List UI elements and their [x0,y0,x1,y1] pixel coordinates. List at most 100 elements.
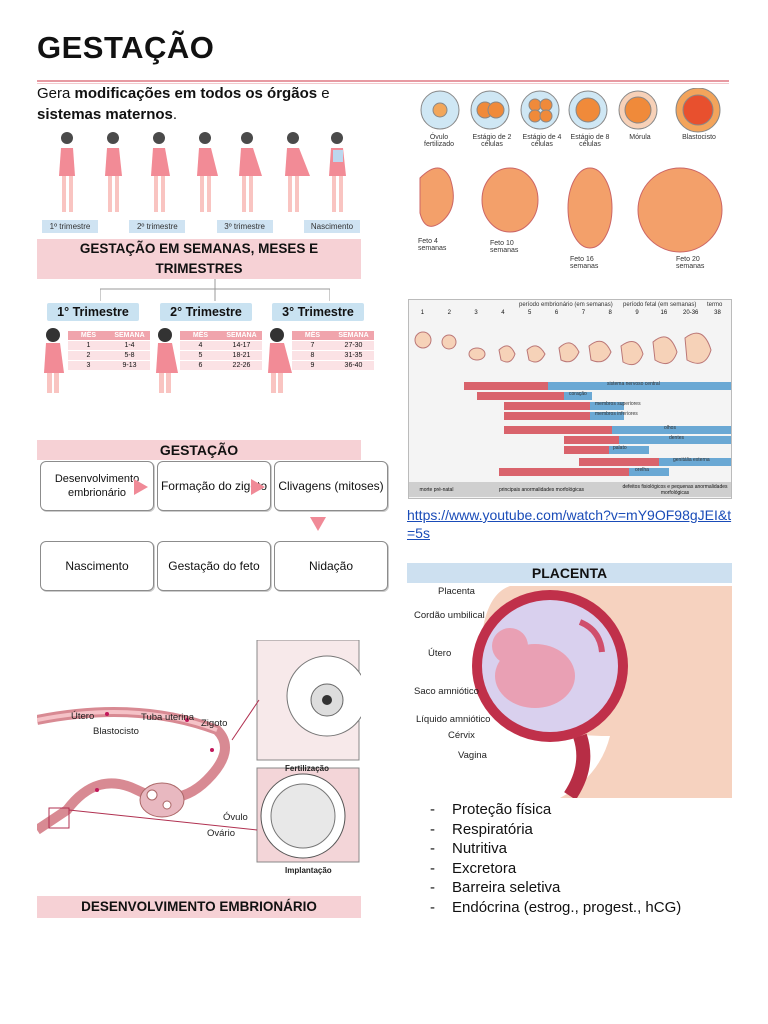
intro-text-1: Gera [37,85,75,102]
cell-week: 22-26 [232,362,251,369]
list-item: Endócrina (estrog., progest., hCG) [430,898,730,918]
cell-week: 27-30 [344,342,363,349]
development-timeline-figure: período embrionário (em semanas) período… [408,299,732,499]
bar-label-orelha: orelha [635,467,649,473]
footer-major-abnormalities: principais anormalidades morfológicas [498,486,585,493]
placenta-figure: Placenta Cordão umbilical Útero Saco amn… [410,586,732,800]
embryo-development-header: DESENVOLVIMENTO EMBRIONÁRIO [37,896,361,918]
cell-label-3: Estágio de 4 células [522,134,562,148]
week-cell: 20-36 [683,310,699,316]
placenta-label-cervix: Cérvix [448,730,475,741]
col-header-mes: MÊS [80,332,97,339]
pregnant-woman-icon [268,328,292,393]
label-fertilizacao: Fertilização [285,764,330,773]
week-cell: 7 [581,310,586,316]
cell-week: 9-13 [122,362,137,369]
cell-month: 1 [86,342,91,349]
flow-step-zygote-formation: Formação do zigoto [157,461,271,511]
col-header-semana: SEMANA [114,332,145,339]
trimester-3-label: 3° Trimestre [272,303,364,321]
bar-label-palato: palato [613,445,627,451]
cell-label-6: Blastocisto [682,134,716,141]
col-header-semana: SEMANA [338,332,369,339]
cell-month: 7 [310,342,315,349]
cell-label-4: Estágio de 8 células [570,134,610,148]
label-tuba-uterina: Tuba uterina [141,712,194,723]
stage-label-3: 3º trimestre [216,220,273,233]
flow-arrow-down-icon [310,517,326,531]
stage-label-1: 1º trimestre [42,220,98,233]
flow-arrow-right-icon [251,479,265,495]
uterus-fetus-image [472,586,732,800]
footer-prenatal-death: morte pré-natal [419,486,454,493]
bar-label-membros-sup: membros superiores [595,401,641,407]
cell-label-5: Mórula [629,134,651,141]
cell-month: 2 [86,352,91,359]
bar-label-dentes: dentes [669,435,685,441]
cell-week: 1-4 [124,342,135,349]
timeline-period-term: termo [707,302,723,308]
week-cell: 38 [714,310,721,316]
fetus-label-1: Feto 4 semanas [418,238,447,252]
intro-bold-1: modificações em todos os órgãos [74,85,318,102]
stage-label-2: 2º trimestre [129,220,186,233]
col-header-mes: MÊS [192,332,209,339]
week-cell: 1 [420,310,425,316]
week-cell: 9 [635,310,639,316]
intro-paragraph: Gera modificações em todos os órgãos e s… [37,83,357,125]
list-item: Proteção física [430,800,730,820]
title-divider [37,80,729,82]
list-item: Nutritiva [430,839,730,859]
stage-label-4: Nascimento [303,220,360,233]
table-row: 5 18-21 [180,351,262,360]
trimester-connector-lines [100,279,330,301]
intro-text-2: e [317,85,330,102]
cell-week: 14-17 [232,342,251,349]
cell-week: 18-21 [232,352,251,359]
fetus-label-3: Feto 16 semanas [570,256,599,270]
timeline-weeks-row: 1 2 3 4 5 6 7 8 9 16 20-36 38 [409,310,731,319]
footer-minor-defects: defeitos fisiológicos e pequenas anormal… [622,483,728,496]
page-title: GESTAÇÃO [37,30,215,65]
placenta-label-vagina: Vagina [458,750,487,761]
fertilization-figure: Útero Blastocisto Tuba uterina Zigoto Óv… [34,639,368,876]
list-item: Barreira seletiva [430,878,730,898]
bar-label-coracao: coração [569,391,587,397]
cell-month: 4 [198,342,203,349]
timeline-period-embryonic: período embrionário (em semanas) [519,302,613,308]
cell-month: 5 [198,352,203,359]
flow-step-nidation: Nidação [274,541,388,591]
list-item: Excretora [430,859,730,879]
flow-step-embryonic-development: Desenvolvimento embrionário [40,461,154,511]
label-ovario: Ovário [207,828,235,839]
flow-step-fetus-gestation: Gestação do feto [157,541,271,591]
table-row: 4 14-17 [180,341,262,350]
flow-arrow-right-icon [134,479,148,495]
label-implantacao: Implantação [285,866,332,875]
cell-month: 6 [198,362,203,369]
pregnant-woman-icon [44,328,64,393]
week-cell: 8 [608,310,612,316]
bar-label-olhos: olhos [664,425,676,431]
youtube-video-link[interactable]: https://www.youtube.com/watch?v=mY9OF98g… [407,507,732,541]
embryo-sketches-image [414,331,712,366]
fetus-label-2: Feto 10 semanas [490,240,519,254]
list-item: Respiratória [430,820,730,840]
table-row: 6 22-26 [180,361,262,370]
pregnancy-stages-figure: 1º trimestre 2º trimestre 3º trimestre N… [37,128,361,236]
table-row: 7 27-30 [292,341,374,350]
week-cell: 6 [554,310,559,316]
placenta-label-cordao: Cordão umbilical [414,610,485,621]
timeline-period-fetal: período fetal (em semanas) [623,302,697,308]
weeks-section-header: GESTAÇÃO EM SEMANAS, MESES E TRIMESTRES [37,239,361,279]
label-zigoto: Zigoto [201,718,228,729]
title-divider-light [37,83,729,84]
label-blastocisto: Blastocisto [93,726,139,737]
